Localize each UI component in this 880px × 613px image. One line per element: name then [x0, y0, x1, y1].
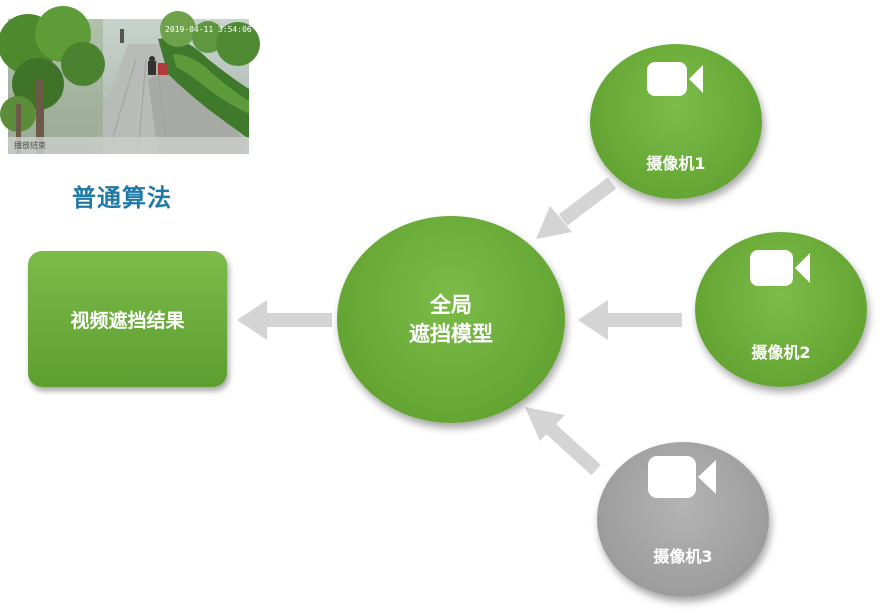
thumbnail-timestamp: 2019-04-11 3:54:06 — [165, 25, 252, 34]
surveillance-thumbnail: 2019-04-11 3:54:06 播放结束 — [0, 6, 260, 155]
arrow-camera2-to-model — [578, 300, 682, 340]
camera-2-label: 摄像机2 — [751, 343, 811, 362]
camera-node-3: 摄像机3 — [597, 442, 769, 597]
video-camera-icon — [647, 62, 703, 96]
camera-node-1: 摄像机1 — [590, 44, 762, 199]
street-scene-image: 2019-04-11 3:54:06 播放结束 — [0, 6, 260, 155]
arrow-model-to-result — [237, 300, 332, 340]
video-camera-icon — [648, 456, 716, 498]
thumbnail-watermark: 播放结束 — [14, 140, 46, 150]
result-box-label: 视频遮挡结果 — [70, 309, 185, 332]
model-label-line1: 全局 — [430, 293, 472, 318]
camera-node-2: 摄像机2 — [695, 232, 867, 387]
model-label-line2: 遮挡模型 — [409, 321, 493, 346]
video-camera-icon — [750, 250, 810, 286]
global-occlusion-model-node: 全局 遮挡模型 — [337, 216, 565, 423]
video-occlusion-result-box: 视频遮挡结果 — [28, 251, 227, 387]
algorithm-caption: 普通算法 — [72, 184, 172, 212]
camera-3-label: 摄像机3 — [653, 547, 713, 566]
arrow-camera1-to-model — [536, 177, 617, 239]
camera-1-label: 摄像机1 — [646, 154, 706, 173]
arrow-camera3-to-model — [525, 407, 601, 476]
